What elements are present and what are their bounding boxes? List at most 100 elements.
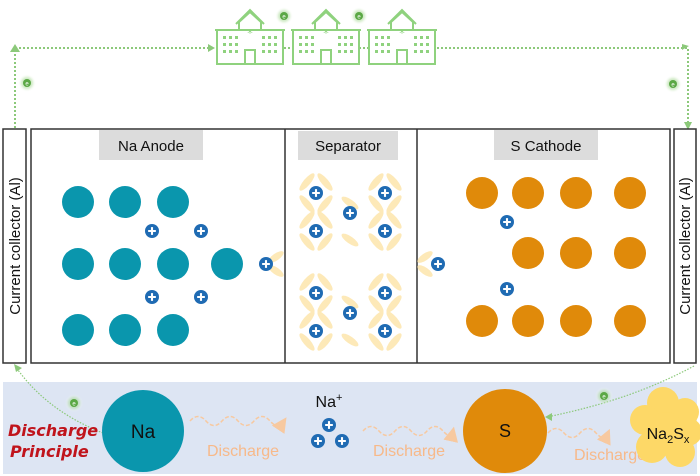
separator-fiber bbox=[341, 196, 359, 210]
sodium-ion bbox=[309, 186, 323, 200]
plus-icon bbox=[503, 218, 511, 226]
plus-icon bbox=[381, 189, 389, 197]
svg-text:Na+: Na+ bbox=[316, 392, 343, 411]
svg-text:e: e bbox=[671, 83, 675, 89]
electron-path-right bbox=[437, 47, 689, 126]
sodium-ion bbox=[378, 186, 392, 200]
sodium-ion-label: Na+ bbox=[316, 392, 343, 411]
separator-fiber bbox=[386, 311, 402, 329]
plus-icon bbox=[381, 227, 389, 235]
electron-icon: e bbox=[664, 75, 682, 93]
svg-text:Na Anode: Na Anode bbox=[118, 138, 184, 155]
plus-icon bbox=[312, 289, 320, 297]
sodium-ion bbox=[194, 290, 208, 304]
separator-fiber bbox=[317, 195, 333, 213]
separator-fiber bbox=[317, 273, 333, 291]
sodium-atom bbox=[157, 186, 189, 218]
cathode-atoms bbox=[466, 177, 646, 337]
plus-icon bbox=[381, 327, 389, 335]
sulfur-atom: S bbox=[463, 389, 547, 473]
principle-title-line2: Principle bbox=[10, 442, 89, 461]
plus-icon bbox=[346, 209, 354, 217]
buildings-icon bbox=[214, 9, 438, 65]
discharge-step-1: Discharge bbox=[207, 443, 279, 460]
sodium-atom bbox=[62, 314, 94, 346]
sodium-ion bbox=[343, 206, 357, 220]
polysulfide-label: Na2Sx bbox=[647, 426, 690, 446]
plus-icon bbox=[346, 309, 354, 317]
separator-fiber bbox=[299, 233, 315, 251]
sodium-atom bbox=[109, 248, 141, 280]
separator-fiber bbox=[368, 233, 384, 251]
separator-fiber bbox=[386, 295, 402, 313]
separator-fiber bbox=[386, 195, 402, 213]
separator-fiber bbox=[317, 211, 333, 229]
plus-icon bbox=[312, 227, 320, 235]
separator-fiber bbox=[386, 211, 402, 229]
sulfur-atom bbox=[466, 305, 498, 337]
svg-text:e: e bbox=[357, 15, 361, 21]
sodium-atom bbox=[109, 186, 141, 218]
sodium-ion bbox=[311, 434, 325, 448]
sodium-ion bbox=[500, 282, 514, 296]
right-current-collector: Current collector (Al) bbox=[673, 128, 697, 364]
cathode-label: S Cathode bbox=[494, 130, 598, 160]
separator-fiber bbox=[299, 195, 315, 213]
svg-text:Separator: Separator bbox=[315, 138, 381, 155]
sodium-ion bbox=[194, 224, 208, 238]
plus-icon bbox=[338, 437, 346, 445]
separator-fiber bbox=[368, 295, 384, 313]
sodium-ion-cluster bbox=[311, 418, 349, 448]
sodium-ion bbox=[309, 286, 323, 300]
plus-icon bbox=[148, 227, 156, 235]
plus-icon bbox=[503, 285, 511, 293]
separator-fiber bbox=[317, 233, 333, 251]
separator-fiber bbox=[317, 311, 333, 329]
svg-text:e: e bbox=[602, 395, 606, 401]
sodium-atom bbox=[62, 248, 94, 280]
sodium-ion bbox=[378, 224, 392, 238]
plus-icon bbox=[197, 293, 205, 301]
sulfur-atom bbox=[560, 305, 592, 337]
sodium-atom bbox=[157, 314, 189, 346]
electron-icon: e bbox=[65, 394, 83, 412]
electron-icon: e bbox=[275, 7, 293, 25]
plus-icon bbox=[312, 189, 320, 197]
sulfur-atom bbox=[560, 237, 592, 269]
sodium-ion bbox=[431, 257, 445, 271]
separator-fiber bbox=[299, 173, 315, 191]
sulfur-atom bbox=[614, 177, 646, 209]
sodium-atom bbox=[62, 186, 94, 218]
svg-text:e: e bbox=[282, 15, 286, 21]
separator-fiber bbox=[299, 311, 315, 329]
external-circuit: e e e e bbox=[10, 7, 692, 130]
sodium-ion bbox=[322, 418, 336, 432]
electron-icon: e bbox=[595, 387, 613, 405]
discharge-arrow-1 bbox=[189, 415, 287, 434]
sodium-atom bbox=[211, 248, 243, 280]
sodium-ion bbox=[500, 215, 514, 229]
sodium-ion bbox=[309, 324, 323, 338]
separator-fiber bbox=[386, 333, 402, 351]
sodium-ions bbox=[145, 186, 514, 338]
plus-icon bbox=[314, 437, 322, 445]
plus-icon bbox=[381, 289, 389, 297]
separator-label: Separator bbox=[298, 131, 398, 160]
principle-title-line1: Discharge bbox=[8, 421, 98, 440]
anode-atoms bbox=[62, 186, 243, 346]
separator-fiber bbox=[341, 233, 359, 247]
sodium-atom bbox=[157, 248, 189, 280]
electron-path-left bbox=[14, 47, 212, 128]
separator-fiber bbox=[317, 333, 333, 351]
electron-path-cathode bbox=[546, 365, 695, 418]
svg-text:e: e bbox=[72, 402, 76, 408]
separator-fiber bbox=[417, 265, 433, 277]
discharge-step-2: Discharge bbox=[373, 443, 445, 460]
separator-fiber bbox=[368, 211, 384, 229]
left-current-collector: Current collector (Al) bbox=[2, 128, 27, 364]
separator-fiber bbox=[341, 295, 359, 309]
separator-fiber bbox=[386, 233, 402, 251]
separator-fiber bbox=[299, 333, 315, 351]
sodium-ion bbox=[145, 224, 159, 238]
plus-icon bbox=[148, 293, 156, 301]
